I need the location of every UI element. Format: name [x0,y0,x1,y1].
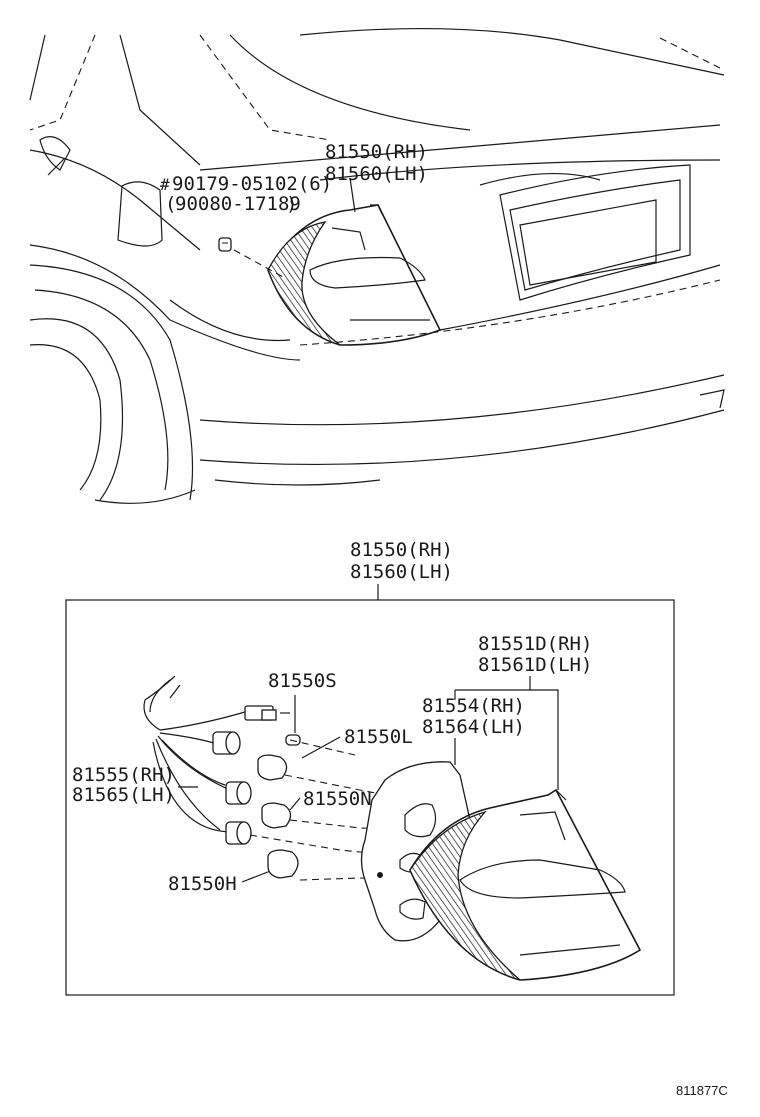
vehicle-rear-illustration [29,27,725,504]
bulb-h-label: 81550H [168,873,237,895]
top-lamp-lh-label: 81560(LH) [325,163,428,185]
socket-lh-label: 81565(LH) [72,784,175,806]
socket-3-icon [225,821,252,845]
assembly-lamp-rh-label: 81550(RH) [350,539,453,561]
screw-alt-part-label: 90080-17189 [175,193,301,215]
screw-mark: # [160,175,170,194]
lens-rh-label: 81551D(RH) [478,633,592,655]
bulb-l-icon [257,754,288,781]
tail-lamp-on-vehicle [267,204,442,346]
bulb-n-label: 81550N [303,788,372,810]
bulb-l-label: 81550L [344,726,413,748]
bulb-s-icon [285,734,301,746]
top-lamp-rh-label: 81550(RH) [325,141,428,163]
screw-paren-close: ) [286,193,297,215]
gasket-rh-label: 81554(RH) [422,695,525,717]
tail-lamp-lens [409,788,642,981]
socket-2-icon [225,781,252,805]
drawing-code: 811877C [676,1083,728,1098]
socket-rh-label: 81555(RH) [72,764,175,786]
bulb-s-label: 81550S [268,670,337,692]
screw-icon [218,237,232,252]
screw-part-label: 90179-05102(6) [172,173,332,195]
gasket-lh-label: 81564(LH) [422,716,525,738]
assembly-frame [65,599,675,996]
wiring-harness [143,675,246,833]
socket-top-icon [244,705,290,721]
screw-paren-open: ( [165,193,176,215]
bulb-n-icon [261,802,292,829]
lens-lh-label: 81561D(LH) [478,654,592,676]
assembly-lamp-lh-label: 81560(LH) [350,561,453,583]
bulb-h-icon [267,849,299,879]
socket-1-icon [212,731,241,755]
